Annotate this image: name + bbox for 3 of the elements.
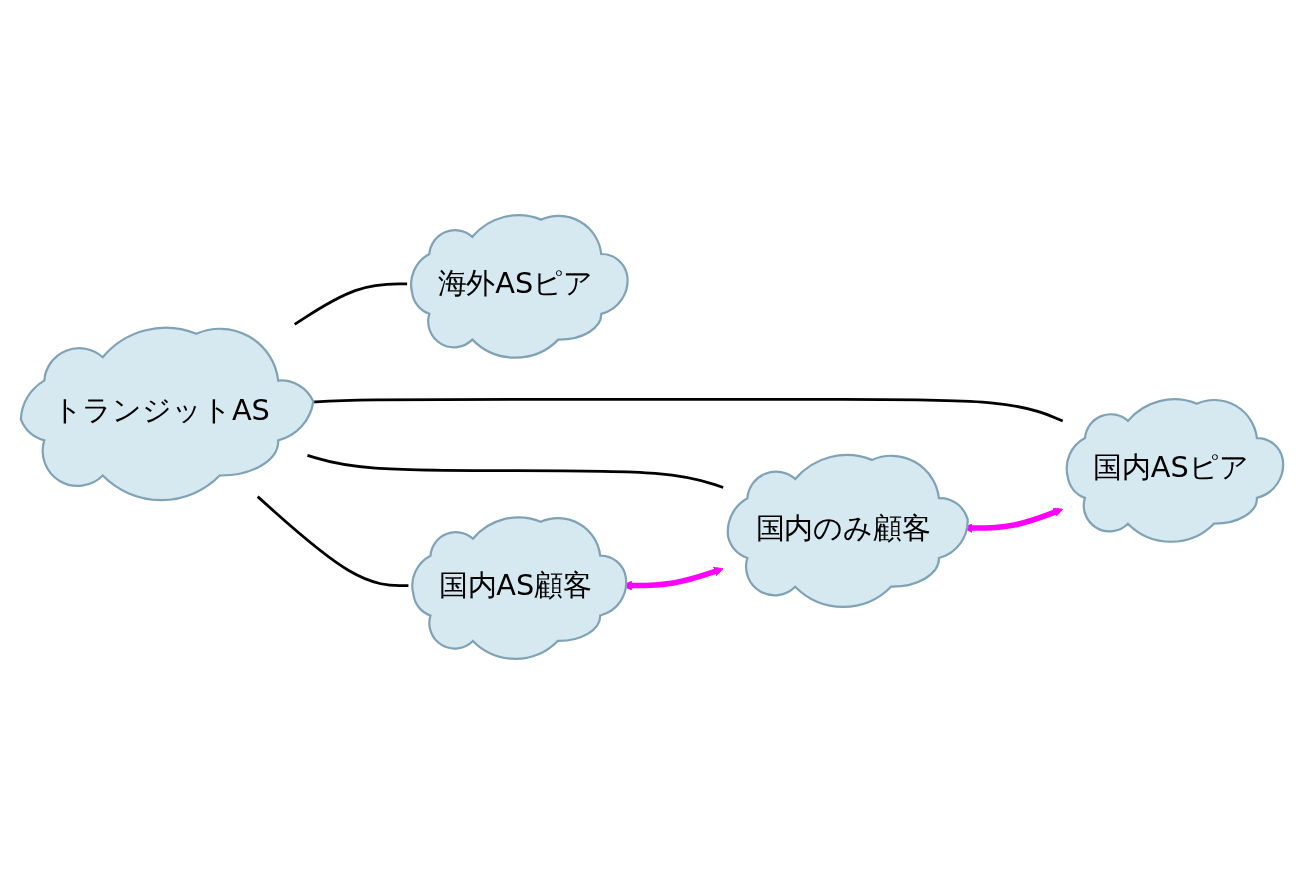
connector (256, 495, 409, 587)
connector (307, 453, 724, 489)
connector (293, 282, 408, 326)
